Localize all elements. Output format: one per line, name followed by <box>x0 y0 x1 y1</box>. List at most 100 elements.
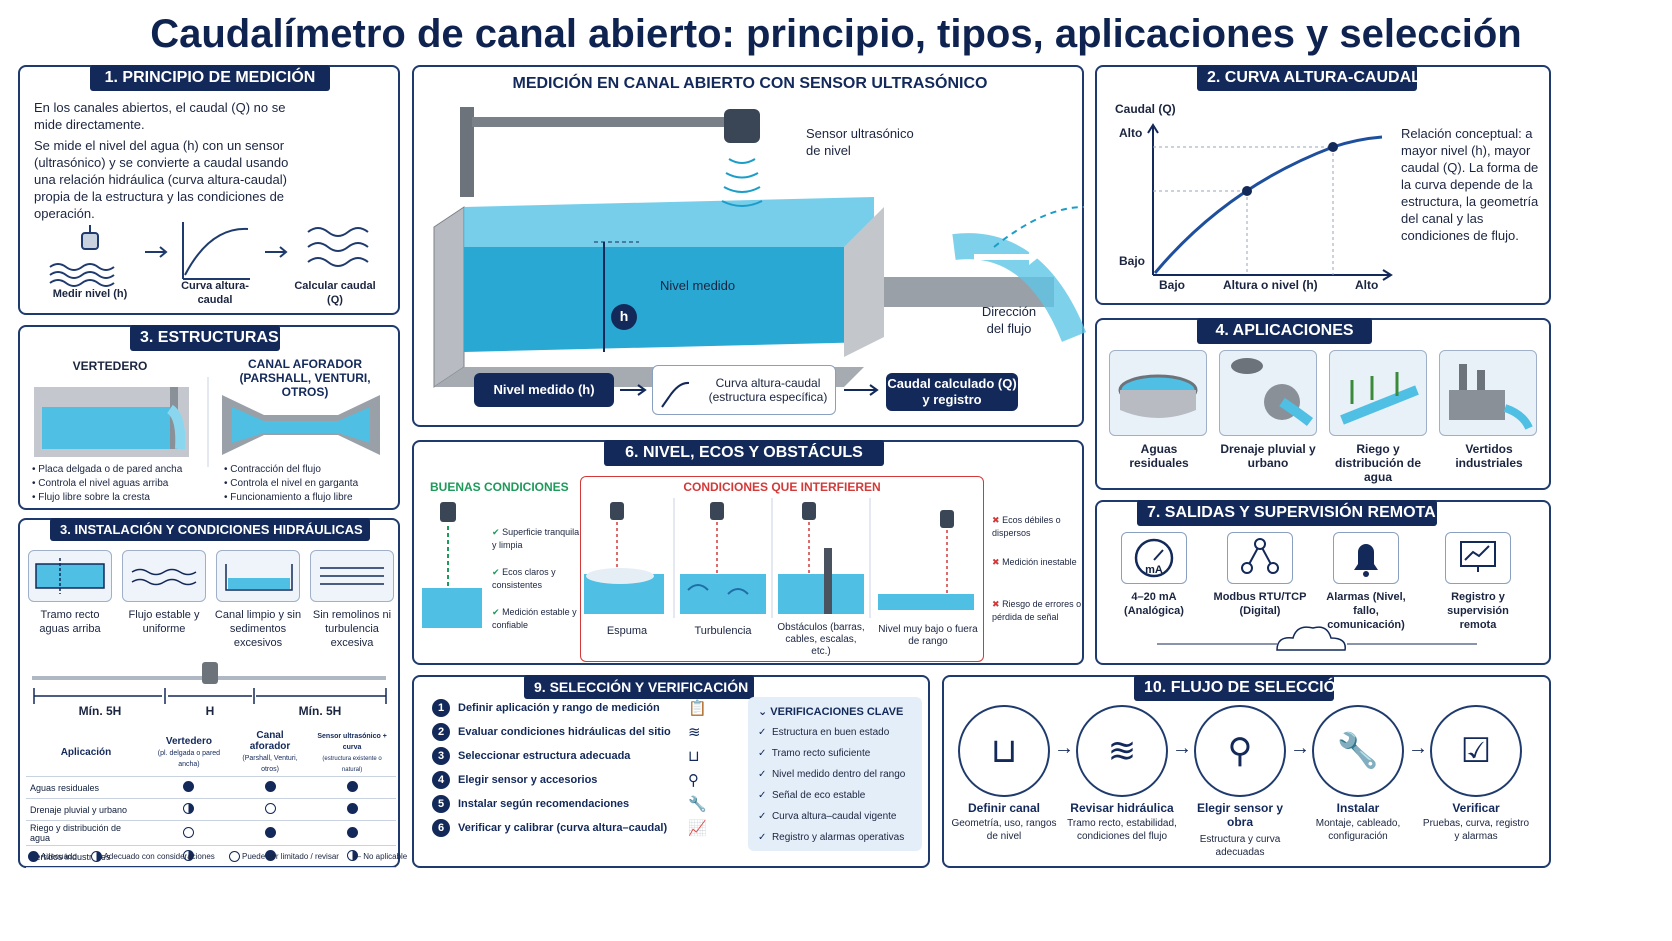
bad-box <box>580 476 984 662</box>
x-axis-label: Altura o nivel (h) <box>1223 278 1318 292</box>
matrix-legend: Adecuado Adecuado con consideraciones Pu… <box>28 850 407 863</box>
panel-ecos: 6. NIVEL, ECOS Y OBSTÁCULS BUENAS CONDIC… <box>412 440 1084 665</box>
app-icons <box>1118 358 1533 430</box>
matrix-cell <box>231 845 309 868</box>
matrix-cell <box>308 820 396 846</box>
step-number: 4 <box>432 771 450 789</box>
check-icon: ✓ <box>758 832 767 843</box>
matrix-row: Drenaje pluvial y urbano <box>26 798 396 821</box>
flow-circle: ⚲ <box>1194 705 1286 797</box>
col-header: Sensor ultrasónico + curva(estructura ex… <box>308 728 396 777</box>
suitability-dot-icon <box>346 850 358 861</box>
suitability-dot-icon <box>183 803 195 814</box>
install-card-label: Tramo recto aguas arriba <box>39 609 101 635</box>
check-item: ✓ Estructura en buen estado <box>758 727 890 738</box>
panel-header: 4. APLICACIONES <box>1197 318 1372 344</box>
matrix-cell <box>146 845 232 868</box>
install-card <box>122 550 206 602</box>
flow-step-nivel: Nivel medido (h) <box>474 373 614 407</box>
arrow-right-icon: → <box>1290 737 1310 759</box>
sensor-icon: ⚲ <box>1227 732 1253 770</box>
flow-circle: ≋ <box>1076 705 1168 797</box>
suitability-dot-icon <box>264 803 276 814</box>
flow-step-title: Elegir sensor y obra <box>1196 801 1284 829</box>
aforador-bullet: • Funcionamiento a flujo libre <box>224 492 353 503</box>
bad-item: ✖ Medición inestable <box>992 557 1077 567</box>
app-label: Aguas residuales <box>1129 442 1189 470</box>
app-label: Riego y distribución de agua <box>1334 442 1421 484</box>
vertedero-bullet: • Controla el nivel aguas arriba <box>32 478 169 489</box>
suitability-dot-icon <box>264 781 276 792</box>
page-title: Caudalímetro de canal abierto: principio… <box>150 12 1522 56</box>
y-axis-label: Caudal (Q) <box>1115 102 1176 116</box>
vertedero-bullet: • Placa delgada o de pared ancha <box>32 464 183 475</box>
checklist-icon: ☑ <box>1460 732 1492 770</box>
suitability-dot-icon <box>346 826 358 838</box>
suitability-dot-icon <box>346 803 358 814</box>
panel-salidas: 7. SALIDAS Y SUPERVISIÓN REMOTA mA 4–20 … <box>1095 500 1551 665</box>
check-icon: ✔ <box>492 607 500 617</box>
app-label: Drenaje pluvial y urbano <box>1220 442 1316 470</box>
flow-circle: ☑ <box>1430 705 1522 797</box>
matrix-cell <box>146 798 232 821</box>
panel-header: 9. SELECCIÓN Y VERIFICACIÓN <box>524 675 754 699</box>
check-icon: ✓ <box>758 748 767 759</box>
x-icon: ✖ <box>992 515 1000 525</box>
waves-icon: ≋ <box>1107 732 1137 770</box>
arrow-right-icon: → <box>1408 737 1428 759</box>
check-icon: ✔ <box>492 527 500 537</box>
col-header: Vertedero(pl. delgada o pared ancha) <box>146 728 232 777</box>
ma-label: mA <box>1145 564 1163 576</box>
principio-text-2: Se mide el nivel del agua (h) con un sen… <box>34 138 289 221</box>
install-card-label: Flujo estable y uniforme <box>128 609 200 635</box>
install-card-label: Sin remolinos ni turbulencia excesiva <box>312 609 392 649</box>
matrix-row: Riego y distribución de agua <box>26 820 396 846</box>
flow-step-desc: Pruebas, curva, registro y alarmas <box>1422 818 1530 842</box>
dim-label: Mín. 5H <box>78 704 122 718</box>
check-item: ✓ Nivel medido dentro del rango <box>758 769 906 780</box>
matrix-cell <box>231 820 309 846</box>
flow-step-title: Revisar hidráulica <box>1070 801 1174 815</box>
flow-circle: 🔧 <box>1312 705 1404 797</box>
bad-case-label: Nivel muy bajo o fuera de rango <box>878 624 978 647</box>
distance-diagram <box>32 662 387 704</box>
output-label: Modbus RTU/TCP (Digital) <box>1213 591 1307 617</box>
output-card <box>1445 532 1511 584</box>
good-item: ✔ Medición estable y confiable <box>492 607 577 630</box>
panel-header: 3. INSTALACIÓN Y CONDICIONES HIDRÁULICAS <box>50 518 370 541</box>
check-icon: ✓ <box>758 769 767 780</box>
panel-header: 6. NIVEL, ECOS Y OBSTÁCULS <box>604 440 884 466</box>
channel-illustration <box>433 107 1087 388</box>
check-item: ✓ Curva altura–caudal vigente <box>758 811 897 822</box>
step-number: 2 <box>432 723 450 741</box>
flow-step-desc: Tramo recto, estabilidad, condiciones de… <box>1067 818 1177 842</box>
suitability-dot-icon <box>183 781 195 792</box>
sensor-label: Sensor ultrasónico de nivel <box>806 126 914 158</box>
x-icon: ✖ <box>992 599 1000 609</box>
arrow-right-icon: → <box>1172 737 1192 759</box>
h-badge: h <box>619 308 629 324</box>
principio-text-1: En los canales abiertos, el caudal (Q) n… <box>34 100 286 132</box>
verificaciones-box <box>748 697 922 851</box>
check-icon: ✓ <box>758 727 767 738</box>
flow-step-desc: Geometría, uso, rangos de nivel <box>951 818 1057 842</box>
flow-step-caudal: Caudal calculado (Q) y registro <box>886 373 1018 411</box>
flow-step-title: Definir canal <box>967 801 1041 815</box>
panel-center: MEDICIÓN EN CANAL ABIERTO CON SENSOR ULT… <box>412 65 1087 427</box>
flow-step-curva-label: Curva altura-caudal (estructura específi… <box>708 376 828 404</box>
bad-case-label: Turbulencia <box>694 625 752 637</box>
panel-instalacion: 3. INSTALACIÓN Y CONDICIONES HIDRÁULICAS… <box>18 518 407 868</box>
curve-note: Relación conceptual: a mayor nivel (h), … <box>1401 126 1539 243</box>
flow-arrows <box>620 381 879 408</box>
matrix-cell <box>146 820 232 846</box>
step-label: Calcular caudal (Q) <box>294 280 376 306</box>
bad-case-label: Espuma <box>606 625 648 637</box>
waves-icon: ≋ <box>688 724 701 741</box>
panel-header: 7. SALIDAS Y SUPERVISIÓN REMOTA <box>1137 500 1437 526</box>
suitability-dot-icon <box>264 850 276 861</box>
